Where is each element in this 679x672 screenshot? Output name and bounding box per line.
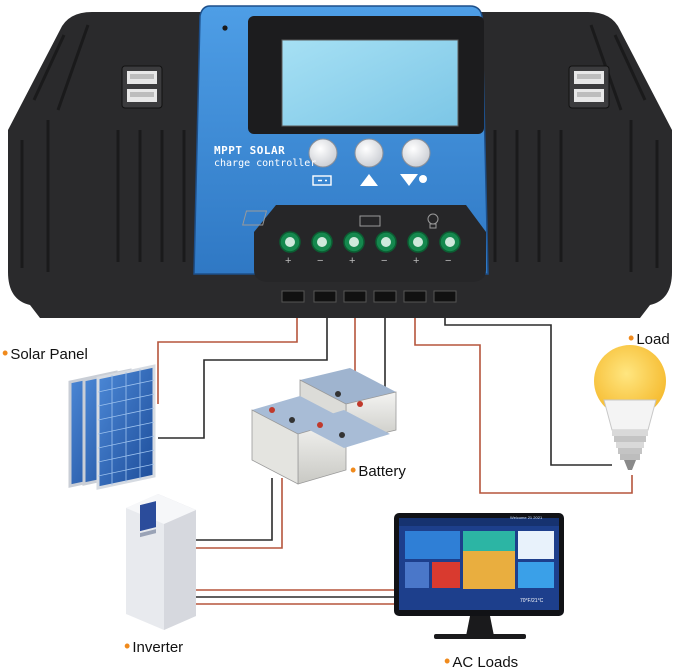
brand-title: MPPT SOLAR: [214, 144, 285, 157]
bullet-dot: •: [444, 651, 450, 671]
terminal-screw-6: [440, 232, 460, 252]
bullet-dot: •: [124, 636, 130, 656]
charge-controller: [8, 6, 672, 318]
solar-panel-front: [98, 366, 154, 488]
terminal-sign-6: −: [445, 255, 451, 267]
button-up: [355, 139, 383, 167]
terminal-screw-2: [312, 232, 332, 252]
label-load: •Load: [628, 328, 670, 349]
terminal-screw-3: [344, 232, 364, 252]
terminal-sign-3: +: [349, 255, 355, 267]
inverter-display: [140, 501, 156, 531]
battery-inverter-wire-2: [196, 478, 272, 540]
terminal-screw-1: [280, 232, 300, 252]
lcd-screen: [282, 40, 458, 126]
usb-ports-right: [569, 66, 609, 108]
label-ac-loads: •AC Loads: [444, 651, 518, 672]
label-solar-panel-text: Solar Panel: [10, 346, 88, 363]
light-bulb-illustration: [594, 345, 666, 470]
label-battery: •Battery: [350, 460, 406, 481]
monitor-top-text: Welcome 21 2021: [510, 515, 542, 520]
usb-ports-left: [122, 66, 162, 108]
label-battery-text: Battery: [358, 463, 406, 480]
menu-buttons: [309, 139, 430, 167]
bullet-dot: •: [350, 460, 356, 480]
terminal-sign-5: +: [413, 255, 419, 267]
terminal-sign-2: −: [317, 255, 323, 267]
terminal-screw-5: [408, 232, 428, 252]
brand-subtitle: charge controller: [214, 158, 316, 169]
solar-positive-wire: [158, 303, 297, 404]
label-solar-panel: •Solar Panel: [2, 343, 88, 364]
label-inverter-text: Inverter: [132, 639, 183, 656]
load-negative-wire: [445, 303, 612, 465]
label-inverter: •Inverter: [124, 636, 183, 657]
monitor-illustration: [394, 513, 564, 639]
bullet-dot: •: [2, 343, 8, 363]
label-ac-loads-text: AC Loads: [452, 654, 518, 671]
inverter-illustration: [126, 494, 196, 630]
terminal-sign-1: +: [285, 255, 291, 267]
label-load-text: Load: [636, 331, 669, 348]
button-load: [402, 139, 430, 167]
battery-inverter-wire-1: [196, 478, 282, 548]
status-led: [222, 25, 227, 30]
terminal-sign-4: −: [381, 255, 387, 267]
bullet-dot: •: [628, 328, 634, 348]
terminal-screw-4: [376, 232, 396, 252]
monitor-weather-text: 70°F/21°C: [520, 598, 543, 604]
solar-panels-illustration: [70, 366, 154, 488]
